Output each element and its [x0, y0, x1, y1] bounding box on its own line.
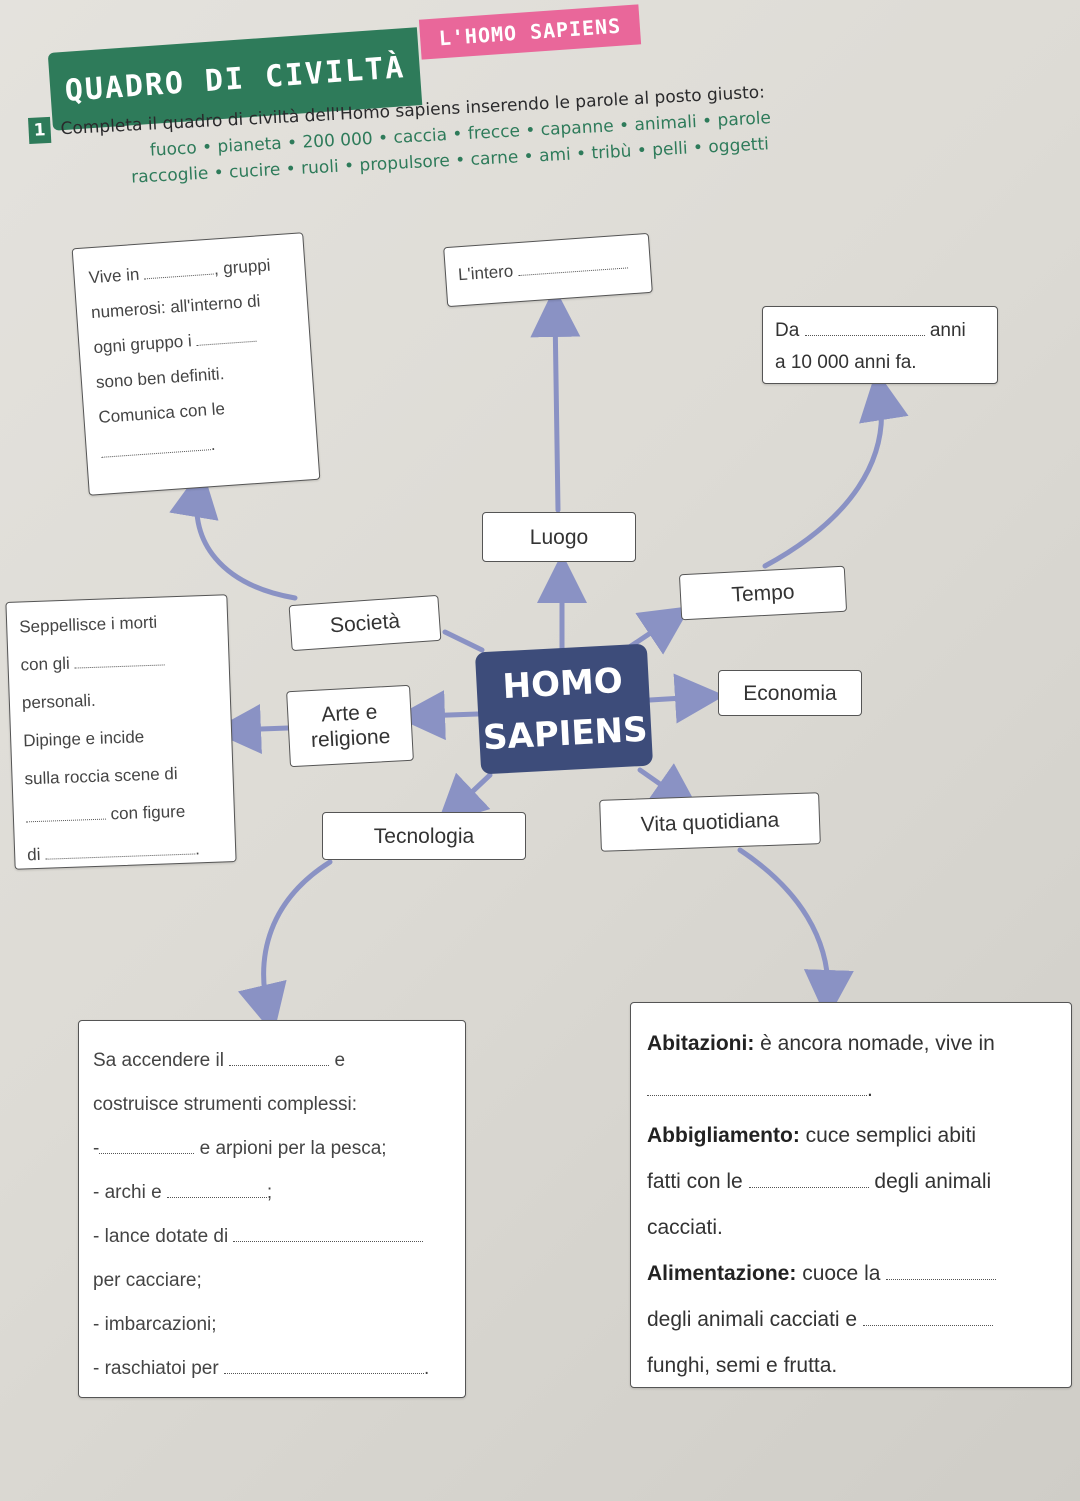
node-tecnologia: Tecnologia — [322, 812, 526, 860]
blank-answer[interactable] — [518, 267, 629, 277]
node-vita-quotidiana: Vita quotidiana — [599, 792, 821, 852]
blank-answer[interactable] — [101, 449, 212, 458]
blank-answer[interactable] — [196, 340, 257, 346]
blank-answer[interactable] — [647, 1095, 867, 1096]
technology-box: Sa accendere il e costruisce strumenti c… — [78, 1020, 466, 1398]
blank-answer[interactable] — [74, 664, 165, 669]
society-box: Vive in , gruppi numerosi: all'interno d… — [71, 232, 321, 496]
blank-answer[interactable] — [233, 1241, 424, 1242]
daily-life-box: Abitazioni: è ancora nomade, vive in . A… — [630, 1002, 1072, 1388]
time-box: Da anni a 10 000 anni fa. — [762, 306, 998, 384]
node-tempo: Tempo — [678, 565, 848, 621]
center-homo-sapiens: HOMO SAPIENS — [474, 643, 654, 775]
blank-answer[interactable] — [886, 1279, 997, 1280]
node-luogo: Luogo — [482, 512, 636, 562]
blank-answer[interactable] — [99, 1153, 195, 1154]
blank-answer[interactable] — [748, 1187, 869, 1188]
blank-answer[interactable] — [223, 1373, 424, 1374]
blank-answer[interactable] — [862, 1325, 993, 1326]
blank-answer[interactable] — [229, 1065, 330, 1066]
blank-answer[interactable] — [26, 818, 107, 823]
blank-answer[interactable] — [45, 853, 196, 860]
blank-answer[interactable] — [144, 273, 215, 280]
node-economia: Economia — [718, 670, 862, 716]
blank-answer[interactable] — [804, 335, 925, 336]
blank-answer[interactable] — [166, 1197, 267, 1198]
art-religion-box: Seppellisce i morti con gli personali. D… — [5, 594, 237, 870]
